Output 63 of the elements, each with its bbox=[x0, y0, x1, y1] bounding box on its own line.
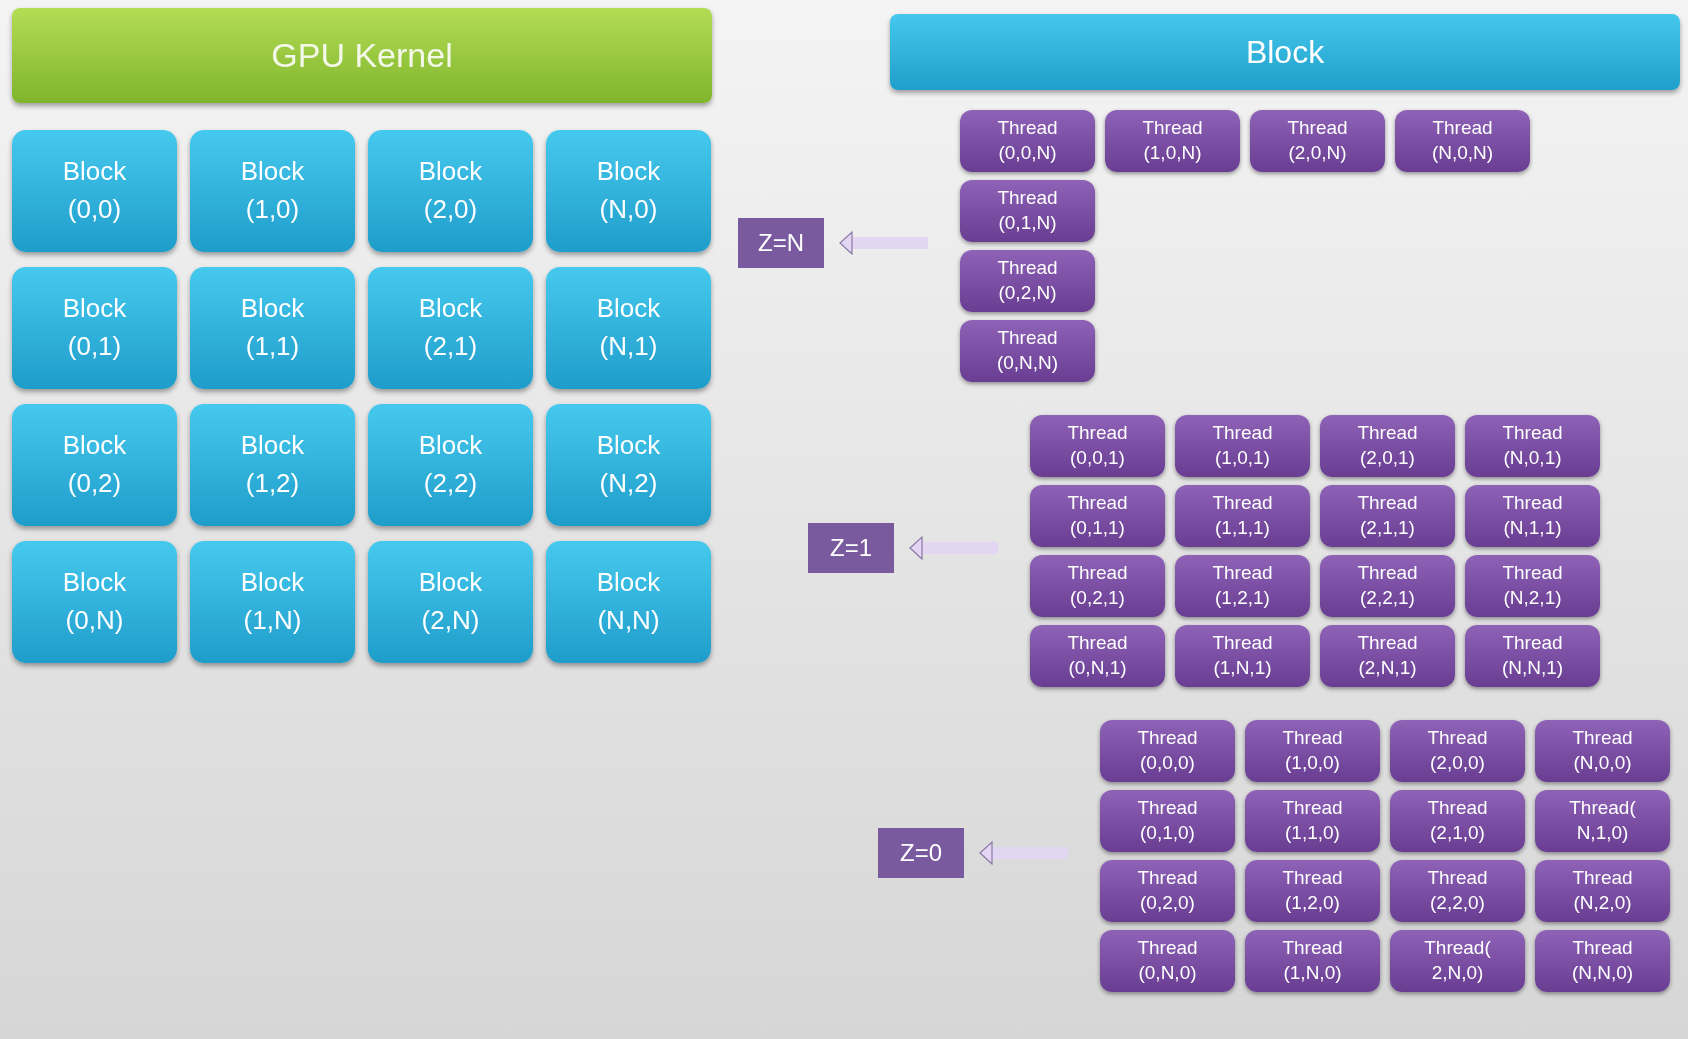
thread-tile: Thread (0,2,1) bbox=[1030, 555, 1165, 617]
block-tile: Block (N,0) bbox=[546, 130, 711, 252]
thread-tile: Thread( N,1,0) bbox=[1535, 790, 1670, 852]
thread-tile: Thread (2,0,1) bbox=[1320, 415, 1455, 477]
thread-tile: Thread (N,0,1) bbox=[1465, 415, 1600, 477]
thread-tile: Thread (1,0,N) bbox=[1105, 110, 1240, 172]
thread-tile: Thread (1,0,0) bbox=[1245, 720, 1380, 782]
thread-tile: Thread (0,1,1) bbox=[1030, 485, 1165, 547]
thread-tile: Thread (1,N,0) bbox=[1245, 930, 1380, 992]
thread-tile: Thread (1,N,1) bbox=[1175, 625, 1310, 687]
thread-tile: Thread (2,N,1) bbox=[1320, 625, 1455, 687]
thread-tile: Thread (1,1,0) bbox=[1245, 790, 1380, 852]
layer-label: Z=0 bbox=[878, 828, 964, 878]
thread-tile: Thread (2,1,0) bbox=[1390, 790, 1525, 852]
thread-tile: Thread (2,2,0) bbox=[1390, 860, 1525, 922]
arrow bbox=[979, 841, 1068, 865]
thread-tile: Thread( 2,N,0) bbox=[1390, 930, 1525, 992]
thread-tile: Thread (1,2,0) bbox=[1245, 860, 1380, 922]
block-tile: Block (0,2) bbox=[12, 404, 177, 526]
block-tile: Block (2,0) bbox=[368, 130, 533, 252]
arrow bbox=[839, 231, 928, 255]
thread-tile: Thread (2,0,N) bbox=[1250, 110, 1385, 172]
block-tile: Block (1,N) bbox=[190, 541, 355, 663]
thread-tile: Thread (N,2,0) bbox=[1535, 860, 1670, 922]
thread-tile: Thread (0,1,0) bbox=[1100, 790, 1235, 852]
arrow bbox=[909, 536, 998, 560]
block-tile: Block (2,N) bbox=[368, 541, 533, 663]
block-tile: Block (1,2) bbox=[190, 404, 355, 526]
thread-tile: Thread (2,2,1) bbox=[1320, 555, 1455, 617]
title-bar: Block bbox=[890, 14, 1680, 90]
thread-tile: Thread (1,1,1) bbox=[1175, 485, 1310, 547]
layer-label: Z=1 bbox=[808, 523, 894, 573]
block-tile: Block (1,1) bbox=[190, 267, 355, 389]
thread-tile: Thread (N,0,N) bbox=[1395, 110, 1530, 172]
thread-tile: Thread (N,N,1) bbox=[1465, 625, 1600, 687]
block-tile: Block (0,1) bbox=[12, 267, 177, 389]
block-tile: Block (0,N) bbox=[12, 541, 177, 663]
block-tile: Block (1,0) bbox=[190, 130, 355, 252]
thread-tile: Thread (1,2,1) bbox=[1175, 555, 1310, 617]
thread-tile: Thread (0,0,1) bbox=[1030, 415, 1165, 477]
thread-tile: Thread (0,2,0) bbox=[1100, 860, 1235, 922]
thread-tile: Thread (2,1,1) bbox=[1320, 485, 1455, 547]
thread-tile: Thread (0,N,1) bbox=[1030, 625, 1165, 687]
block-tile: Block (0,0) bbox=[12, 130, 177, 252]
thread-tile: Thread (0,0,N) bbox=[960, 110, 1095, 172]
thread-tile: Thread (N,0,0) bbox=[1535, 720, 1670, 782]
block-tile: Block (2,1) bbox=[368, 267, 533, 389]
block-tile: Block (N,1) bbox=[546, 267, 711, 389]
thread-tile: Thread (N,1,1) bbox=[1465, 485, 1600, 547]
title-bar: GPU Kernel bbox=[12, 8, 712, 103]
thread-tile: Thread (N,N,0) bbox=[1535, 930, 1670, 992]
thread-tile: Thread (0,N,0) bbox=[1100, 930, 1235, 992]
thread-tile: Thread (0,N,N) bbox=[960, 320, 1095, 382]
layer-label: Z=N bbox=[738, 218, 824, 268]
thread-tile: Thread (2,0,0) bbox=[1390, 720, 1525, 782]
thread-tile: Thread (N,2,1) bbox=[1465, 555, 1600, 617]
block-tile: Block (N,2) bbox=[546, 404, 711, 526]
thread-tile: Thread (0,2,N) bbox=[960, 250, 1095, 312]
thread-tile: Thread (0,1,N) bbox=[960, 180, 1095, 242]
thread-tile: Thread (0,0,0) bbox=[1100, 720, 1235, 782]
block-tile: Block (N,N) bbox=[546, 541, 711, 663]
block-tile: Block (2,2) bbox=[368, 404, 533, 526]
thread-tile: Thread (1,0,1) bbox=[1175, 415, 1310, 477]
